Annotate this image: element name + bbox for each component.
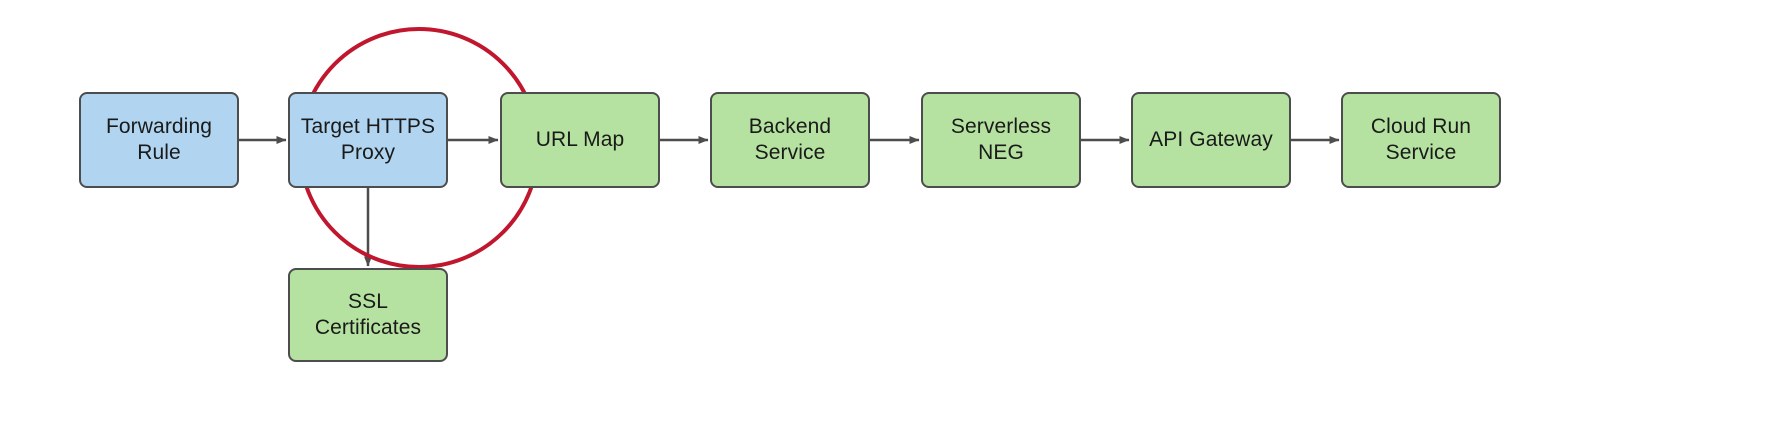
node-api-gateway[interactable]: API Gateway <box>1131 92 1291 188</box>
node-serverless-neg[interactable]: Serverless NEG <box>921 92 1081 188</box>
node-backend-service[interactable]: Backend Service <box>710 92 870 188</box>
node-label-api-gateway: API Gateway <box>1149 127 1273 151</box>
node-url-map[interactable]: URL Map <box>500 92 660 188</box>
node-cloud-run-service[interactable]: Cloud Run Service <box>1341 92 1501 188</box>
node-label-forwarding-rule: Forwarding Rule <box>105 114 213 164</box>
node-ssl-certificates[interactable]: SSL Certificates <box>288 268 448 362</box>
node-label-url-map: URL Map <box>535 127 625 151</box>
node-forwarding-rule[interactable]: Forwarding Rule <box>79 92 239 188</box>
node-label-cloud-run-service: Cloud Run Service <box>1370 114 1472 164</box>
node-label-target-https-proxy: Target HTTPS Proxy <box>300 114 436 164</box>
node-label-backend-service: Backend Service <box>748 114 832 164</box>
node-target-https-proxy[interactable]: Target HTTPS Proxy <box>288 92 448 188</box>
node-label-ssl-certificates: SSL Certificates <box>314 289 422 339</box>
node-label-serverless-neg: Serverless NEG <box>950 114 1052 164</box>
